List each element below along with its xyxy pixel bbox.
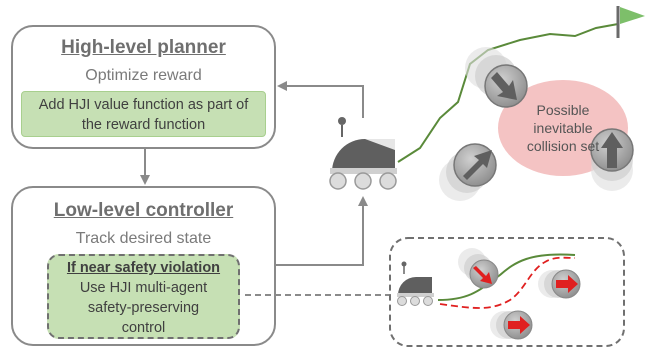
collision-line2: inevitable	[533, 120, 593, 136]
agent-icon	[538, 269, 581, 299]
arrow-icon	[601, 132, 623, 168]
reward-note-line1: Add HJI value function as part of	[38, 97, 249, 113]
collision-set-label: Possible inevitable collision set	[503, 101, 623, 155]
safety-note-line3: control	[121, 320, 166, 336]
arrow-icon	[463, 150, 492, 180]
reward-note: Add HJI value function as part of the re…	[21, 91, 266, 137]
collision-line3: collision set	[526, 138, 600, 154]
robot-icon	[329, 117, 397, 190]
inset-red-path	[439, 256, 576, 309]
collision-line1: Possible	[536, 102, 590, 118]
reward-note-line2: the reward function	[81, 117, 206, 133]
robot-icon	[397, 261, 434, 306]
arrow-icon	[556, 275, 578, 293]
inset-green-path	[437, 253, 576, 301]
arrow-icon	[473, 266, 492, 284]
agent-icon	[439, 143, 497, 201]
safety-note-heading: If near safety violation	[66, 260, 221, 276]
flow-connectors	[140, 81, 392, 296]
low-level-controller-box: Low-level controller Track desired state…	[11, 186, 276, 346]
agent-icon	[590, 128, 634, 191]
agent-icon	[490, 310, 533, 340]
low-level-subtitle: Track desired state	[75, 230, 212, 247]
inset-scenario-box	[389, 237, 625, 347]
low-level-title: Low-level controller	[53, 200, 234, 221]
arrow-icon	[508, 316, 530, 334]
safety-note-line2: safety-preserving	[87, 300, 200, 316]
flag-icon	[616, 6, 645, 38]
high-level-planner-box: High-level planner Optimize reward Add H…	[11, 25, 276, 149]
inset-scene	[397, 248, 581, 340]
high-level-subtitle: Optimize reward	[85, 67, 202, 84]
arrow-icon	[491, 72, 517, 100]
controller-to-robot-arrow	[276, 196, 368, 266]
safety-note-line1: Use HJI multi-agent	[79, 280, 208, 296]
high-level-title: High-level planner	[61, 37, 226, 58]
robot-to-planner-arrow	[277, 81, 364, 118]
agent-icon	[458, 248, 499, 289]
safety-note: If near safety violation Use HJI multi-a…	[47, 254, 240, 339]
agent-icon	[465, 47, 528, 108]
